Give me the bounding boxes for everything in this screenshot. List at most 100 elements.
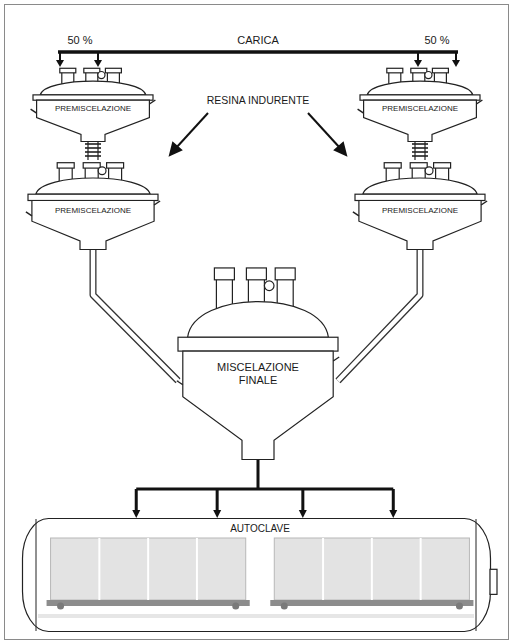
flow-label: RESINA INDURENTE [207, 94, 310, 106]
panel-divider [98, 538, 100, 600]
vessel-nozzle [26, 212, 32, 216]
track [38, 614, 474, 618]
vessel-fitting-cap [410, 163, 427, 168]
node-outline [22, 518, 498, 632]
shell-seam [36, 519, 37, 631]
panel-divider [196, 538, 198, 600]
arrowhead [414, 60, 422, 67]
shell-seam [476, 519, 477, 631]
leader-line [176, 113, 208, 148]
vessel-label: MISCELAZIONE FINALE [206, 361, 310, 386]
pipe-wall [93, 250, 178, 381]
vessel-body [37, 100, 150, 141]
vessel-fitting-cap [246, 268, 266, 280]
panel-divider [322, 538, 324, 600]
arrowhead [132, 510, 140, 518]
panel-divider [147, 538, 149, 600]
vessel-rim [33, 95, 153, 100]
bellows-rib [85, 155, 101, 157]
trolley-wheel [281, 603, 288, 610]
bellows-rib [412, 155, 428, 157]
node-outline [33, 66, 153, 142]
vessel-valve [98, 167, 106, 175]
vessel-fitting-cap [275, 268, 295, 280]
flow-label: CARICA [237, 34, 279, 46]
panel-divider [371, 538, 373, 600]
vessel-lid [363, 178, 477, 194]
bellows-connector [85, 142, 101, 160]
vessel-fitting-cap [105, 68, 121, 73]
charge-arrowheads [56, 60, 460, 67]
vessel-fitting-cap [84, 68, 100, 73]
node-outline [28, 160, 158, 250]
transfer-pipe [93, 250, 178, 381]
arrowhead [335, 143, 346, 155]
vessel-nozzle [333, 357, 339, 361]
trolley-wheel [456, 603, 463, 610]
autoclave-label: AUTOCLAVE [230, 523, 290, 535]
feed-manifold [132, 460, 397, 518]
vessel-body [359, 201, 481, 250]
vessel-fitting-cap [432, 68, 448, 73]
trolley-wheel [232, 603, 239, 610]
bellows-connector [412, 142, 428, 160]
manifold-line [136, 460, 393, 512]
vessel-valve [98, 72, 105, 79]
vessel-fitting-cap [387, 68, 403, 73]
vessel-body [364, 100, 477, 141]
vessel-nozzle [149, 100, 155, 104]
trolley-rail [270, 600, 473, 606]
resin-leaders [170, 113, 346, 155]
arrowhead [452, 60, 460, 67]
vessel-rim [355, 194, 485, 200]
flow-label: 50 % [67, 34, 92, 46]
autoclave: AUTOCLAVE [22, 518, 498, 632]
pipe-bore [93, 250, 178, 381]
bellows-rib [85, 151, 101, 153]
vessel-valve [425, 167, 433, 175]
mould-panel [274, 538, 469, 600]
bellows-rib [412, 147, 428, 149]
vessel-nozzle [481, 201, 487, 205]
arrowhead [299, 510, 307, 518]
vessel-rim [28, 194, 158, 200]
mixing-vessel: PREMISCELAZIONE [355, 160, 485, 250]
frame [5, 5, 509, 640]
arrowhead [56, 60, 64, 67]
vessel-label: PREMISCELAZIONE [382, 104, 458, 113]
vessel-fitting-cap [384, 163, 401, 168]
vessel-lid [367, 81, 473, 95]
vessel-nozzle [31, 109, 37, 113]
bellows-rib [412, 143, 428, 145]
vessel-rim [178, 337, 338, 351]
vessel-fitting-cap [57, 163, 74, 168]
vessel-body [183, 351, 333, 459]
vessel-nozzle [353, 212, 359, 216]
vessel-nozzle [358, 109, 364, 113]
trolley-rail [47, 600, 250, 606]
trolley-wheel [57, 603, 64, 610]
vessel-fitting-cap [214, 268, 234, 280]
vessel-valve [425, 72, 432, 79]
vessel-fitting-cap [83, 163, 100, 168]
vessel-nozzle [154, 201, 160, 205]
vessel-label: PREMISCELAZIONE [55, 206, 131, 215]
vessel-label: PREMISCELAZIONE [382, 206, 458, 215]
panel-divider [420, 538, 422, 600]
vessel-label: PREMISCELAZIONE [55, 104, 131, 113]
autoclave-shell [23, 519, 491, 632]
vessel-fitting-cap [411, 68, 427, 73]
transfer-pipe [338, 250, 420, 381]
vessel-valve [264, 281, 274, 291]
pipe-wall [338, 250, 420, 381]
bellows-rib [85, 147, 101, 149]
arrowhead [170, 143, 181, 155]
vessel-lid [40, 81, 146, 95]
bellows-rib [85, 143, 101, 145]
vessel-nozzle [177, 381, 183, 385]
mixing-vessel: PREMISCELAZIONE [360, 66, 480, 142]
bellows-rib [412, 151, 428, 153]
node-outline [355, 160, 485, 250]
